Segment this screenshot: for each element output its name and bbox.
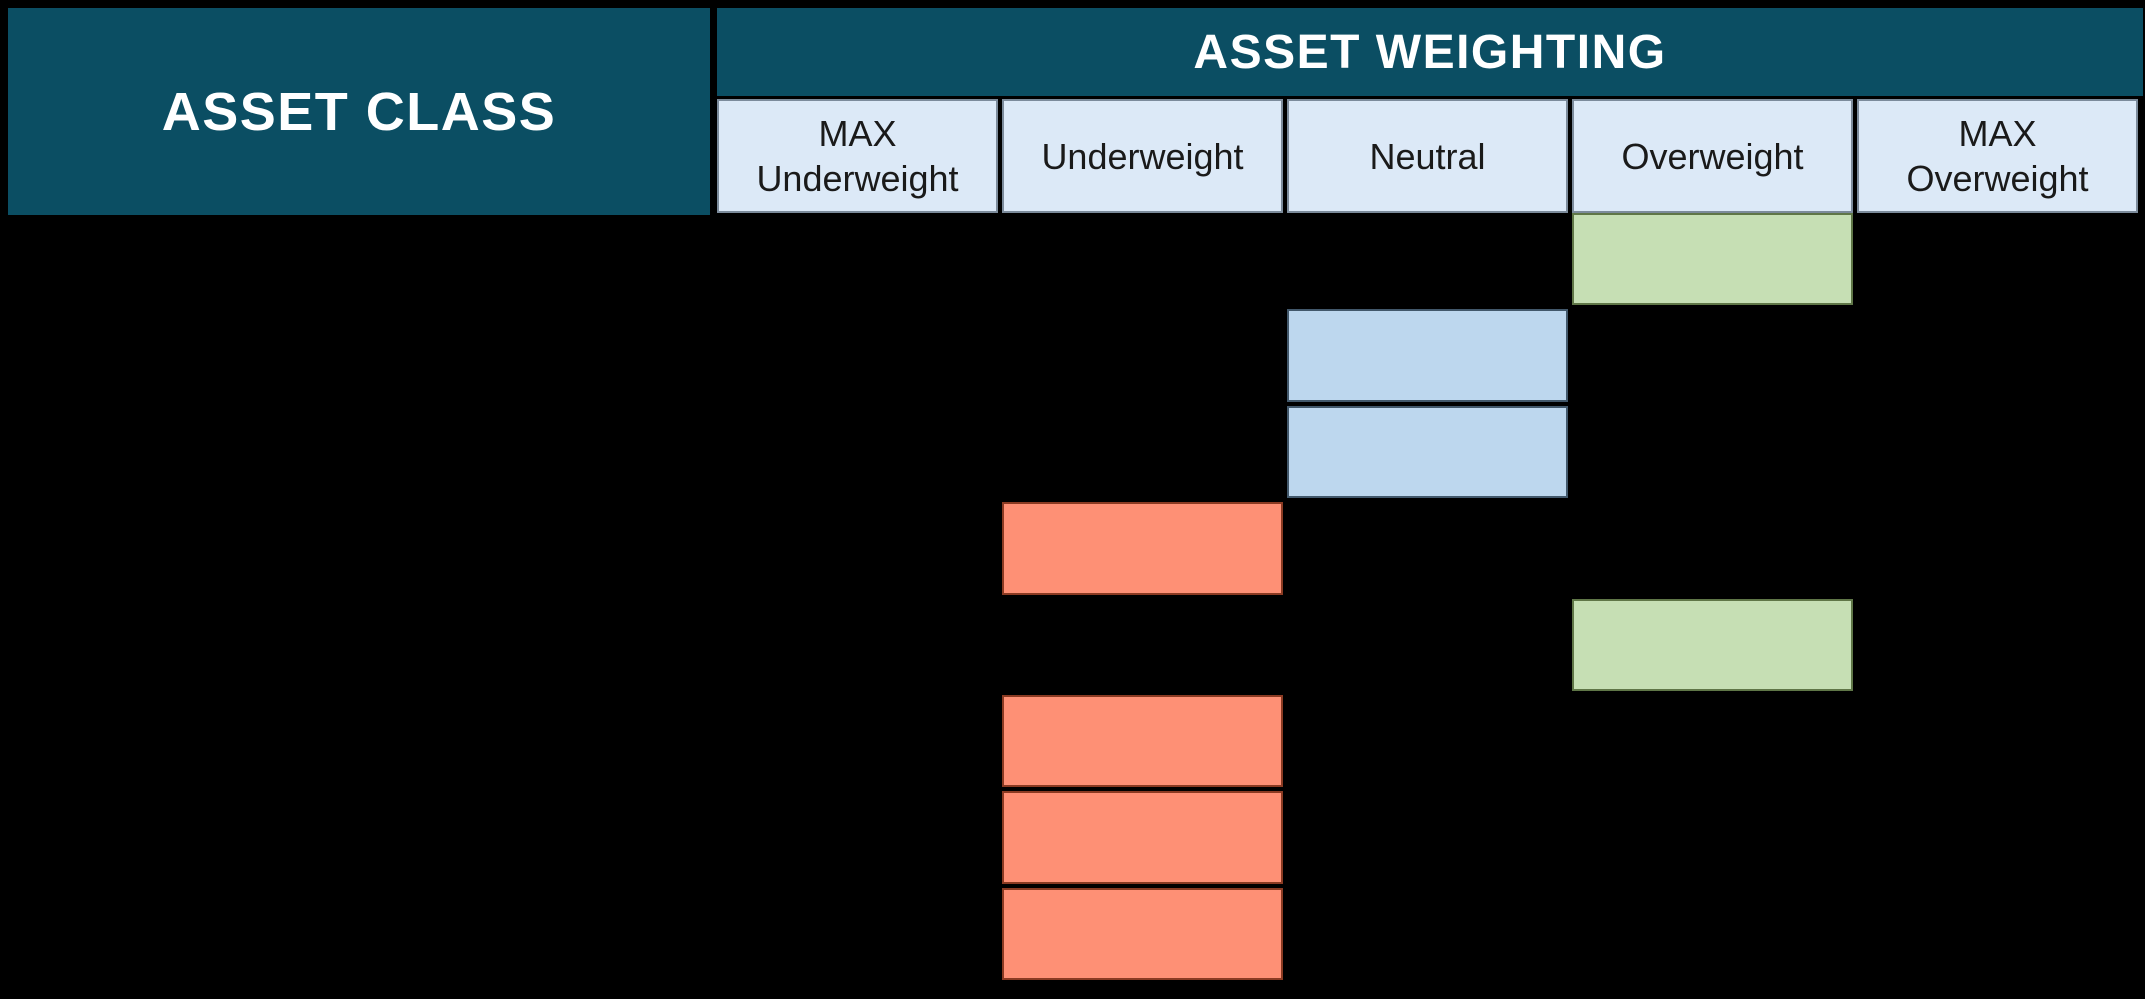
asset-weighting-header: ASSET WEIGHTING	[717, 8, 2143, 96]
weighting-cell-r8-overweight	[1572, 888, 1853, 980]
weighting-cell-r6-underweight	[1002, 694, 1283, 788]
weighting-cell-r3-max-underweight	[717, 406, 998, 498]
weighting-cell-r4-max-overweight	[1857, 502, 2138, 594]
column-header-label: Underweight	[1041, 135, 1244, 177]
asset-class-header: ASSET CLASS	[8, 8, 710, 215]
weighting-cell-r1-max-overweight	[1857, 213, 2138, 305]
column-header-overweight: Overweight	[1572, 99, 1853, 213]
weighting-cell-r4-max-underweight	[717, 502, 998, 594]
weighting-subheader-row: MAX Underweight Underweight Neutral Over…	[717, 99, 2138, 213]
weighting-cell-r3-max-overweight	[1857, 406, 2138, 498]
asset-class-header-label: ASSET CLASS	[161, 81, 557, 142]
asset-weighting-header-label: ASSET WEIGHTING	[1193, 25, 1667, 79]
weighting-cell-r6-max-underweight	[717, 695, 998, 787]
weighting-cell-r4-underweight	[1002, 502, 1283, 595]
weighting-cell-r8-underweight	[1002, 887, 1283, 980]
weighting-cell-r2-underweight	[1002, 309, 1283, 401]
weighting-cell-r5-underweight	[1002, 599, 1283, 691]
column-header-underweight: Underweight	[1002, 99, 1283, 213]
weighting-cell-r5-overweight	[1572, 598, 1853, 691]
weighting-cell-r1-underweight	[1002, 213, 1283, 305]
weighting-cell-r1-overweight	[1572, 213, 1853, 306]
weighting-body-grid	[717, 213, 2138, 980]
column-header-max-overweight: MAX Overweight	[1857, 99, 2138, 213]
weighting-cell-r5-neutral	[1287, 599, 1568, 691]
weighting-cell-r7-neutral	[1287, 791, 1568, 883]
weighting-cell-r6-overweight	[1572, 695, 1853, 787]
weighting-cell-r8-neutral	[1287, 888, 1568, 980]
weighting-cell-r6-neutral	[1287, 695, 1568, 787]
weighting-cell-r7-max-overweight	[1857, 791, 2138, 883]
weighting-cell-r2-max-underweight	[717, 309, 998, 401]
weighting-cell-r7-overweight	[1572, 791, 1853, 883]
column-header-label: Overweight	[1621, 135, 1804, 177]
weighting-cell-r5-max-underweight	[717, 599, 998, 691]
weighting-cell-r8-max-underweight	[717, 888, 998, 980]
weighting-cell-r4-overweight	[1572, 502, 1853, 594]
column-header-label: MAX Overweight	[1906, 113, 2089, 199]
weighting-cell-r3-neutral	[1287, 405, 1568, 499]
weighting-cell-r6-max-overweight	[1857, 695, 2138, 787]
column-header-neutral: Neutral	[1287, 99, 1568, 213]
weighting-cell-r8-max-overweight	[1857, 888, 2138, 980]
column-header-max-underweight: MAX Underweight	[717, 99, 998, 213]
weighting-cell-r5-max-overweight	[1857, 599, 2138, 691]
weighting-cell-r3-overweight	[1572, 406, 1853, 498]
weighting-cell-r1-neutral	[1287, 213, 1568, 305]
weighting-cell-r1-max-underweight	[717, 213, 998, 305]
weighting-cell-r7-max-underweight	[717, 791, 998, 883]
weighting-cell-r2-max-overweight	[1857, 309, 2138, 401]
column-header-label: Neutral	[1369, 135, 1486, 177]
weighting-cell-r3-underweight	[1002, 406, 1283, 498]
weighting-cell-r7-underweight	[1002, 791, 1283, 884]
weighting-cell-r4-neutral	[1287, 502, 1568, 594]
weighting-cell-r2-overweight	[1572, 309, 1853, 401]
weighting-cell-r2-neutral	[1287, 309, 1568, 402]
column-header-label: MAX Underweight	[756, 113, 959, 199]
